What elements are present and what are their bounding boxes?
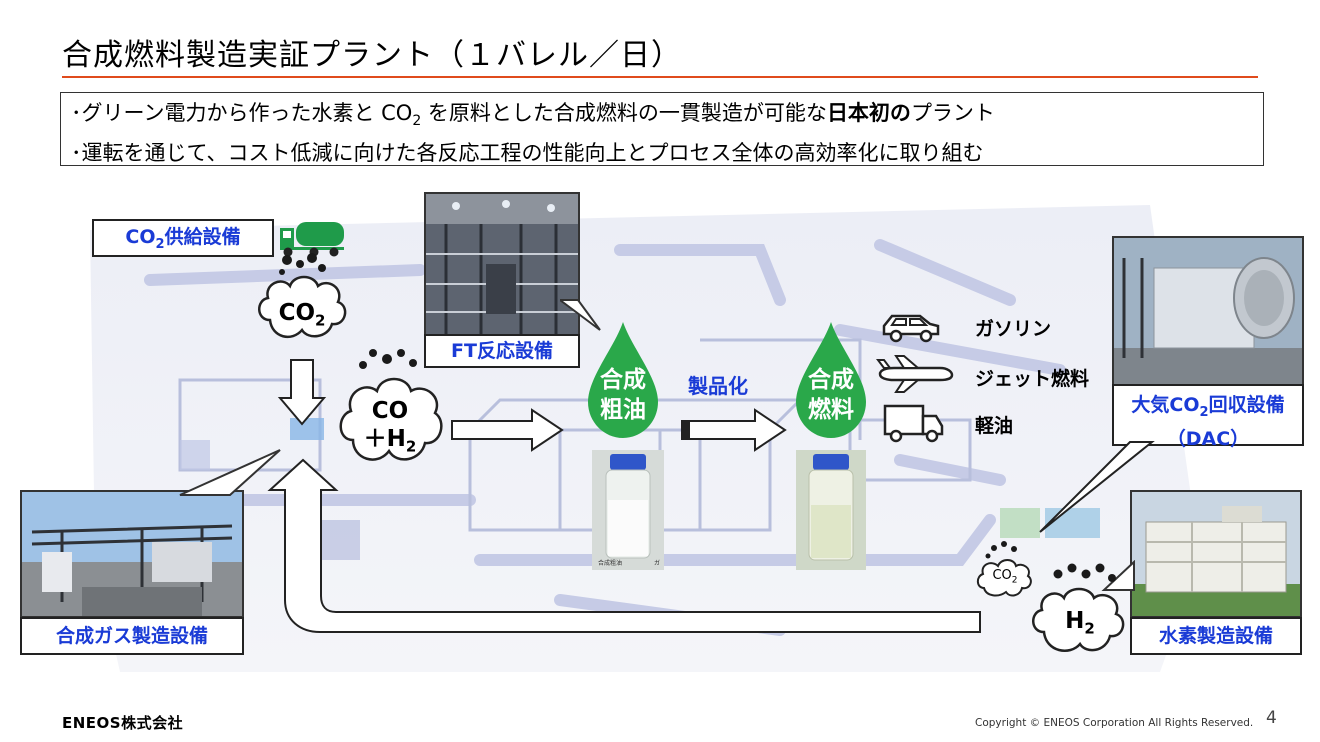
crude-bottle-tag: 合成粗油 (598, 560, 623, 567)
jet-icon (876, 355, 954, 393)
crude-oil-drop-icon (588, 322, 658, 438)
crude-oil-drop-label: 合成 粗油 (600, 367, 646, 423)
synthetic-fuel-drop-icon (796, 322, 866, 438)
page-title: 合成燃料製造実証プラント（１バレル／日） (62, 38, 682, 73)
car-icon (882, 314, 940, 343)
refining-arrow-tail (682, 421, 690, 439)
h2-plant-label: 水素製造設備 (1130, 617, 1302, 655)
h2-photo-callout (1101, 560, 1135, 591)
summary-bullet-2: ･運転を通じて、コスト低減に向けた各反応工程の性能向上とプロセス全体の高効率化に… (71, 141, 984, 166)
copyright-notice: Copyright © ENEOS Corporation All Rights… (975, 717, 1254, 729)
tank-truck-icon (280, 222, 344, 257)
dac-label: 大気CO2回収設備 （DAC） (1112, 384, 1304, 450)
co2-down-arrow (277, 359, 327, 426)
h2-plant-photo (1130, 490, 1302, 618)
syngas-plant-label: 合成ガス製造設備 (20, 617, 244, 655)
product-jet-fuel-label: ジェット燃料 (975, 368, 1090, 390)
small-co2-cloud-label: CO2 (992, 568, 1018, 586)
co2-supply-label: CO2供給設備 (92, 219, 274, 257)
product-gasoline-label: ガソリン (975, 318, 1052, 340)
synthetic-fuel-bottle-photo (796, 450, 866, 570)
summary-bullet-1: ･グリーン電力から作った水素と CO2 を原料とした合成燃料の一貫製造が可能な日… (71, 101, 995, 130)
syngas-cloud-icon (339, 349, 443, 461)
summary-box: ･グリーン電力から作った水素と CO2 を原料とした合成燃料の一貫製造が可能な日… (60, 92, 1264, 166)
title-divider (62, 76, 1258, 78)
syngas-cloud-label: CO ＋H2 (363, 398, 417, 456)
product-diesel-label: 軽油 (975, 415, 1014, 437)
company-logo: ENEOS株式会社 (62, 714, 184, 732)
ft-photo-callout (560, 299, 601, 331)
syngas-to-ft-arrow (451, 408, 564, 452)
refining-label: 製品化 (688, 374, 748, 398)
small-co2-cloud-icon (976, 541, 1032, 597)
ft-reactor-label: FT反応設備 (424, 334, 580, 368)
page-number: 4 (1266, 708, 1277, 728)
crude-bottle-tag-right: ガ (654, 560, 661, 567)
h2-return-arrow (267, 458, 981, 633)
co2-cloud-label: CO2 (278, 300, 326, 330)
dac-photo (1112, 236, 1304, 386)
co2-cloud-icon (258, 253, 347, 339)
syngas-plant-photo (20, 490, 244, 618)
crude-oil-bottle-photo: 合成粗油 ガ (592, 450, 664, 570)
refining-arrow (681, 408, 787, 452)
truck-icon (883, 404, 944, 443)
syngas-photo-callout (179, 449, 281, 496)
dac-callout (1039, 441, 1155, 533)
synthetic-fuel-drop-label: 合成 燃料 (808, 367, 854, 423)
ft-reactor-photo (424, 192, 580, 337)
h2-cloud-icon (1032, 563, 1125, 652)
h2-cloud-label: H2 (1065, 608, 1095, 638)
